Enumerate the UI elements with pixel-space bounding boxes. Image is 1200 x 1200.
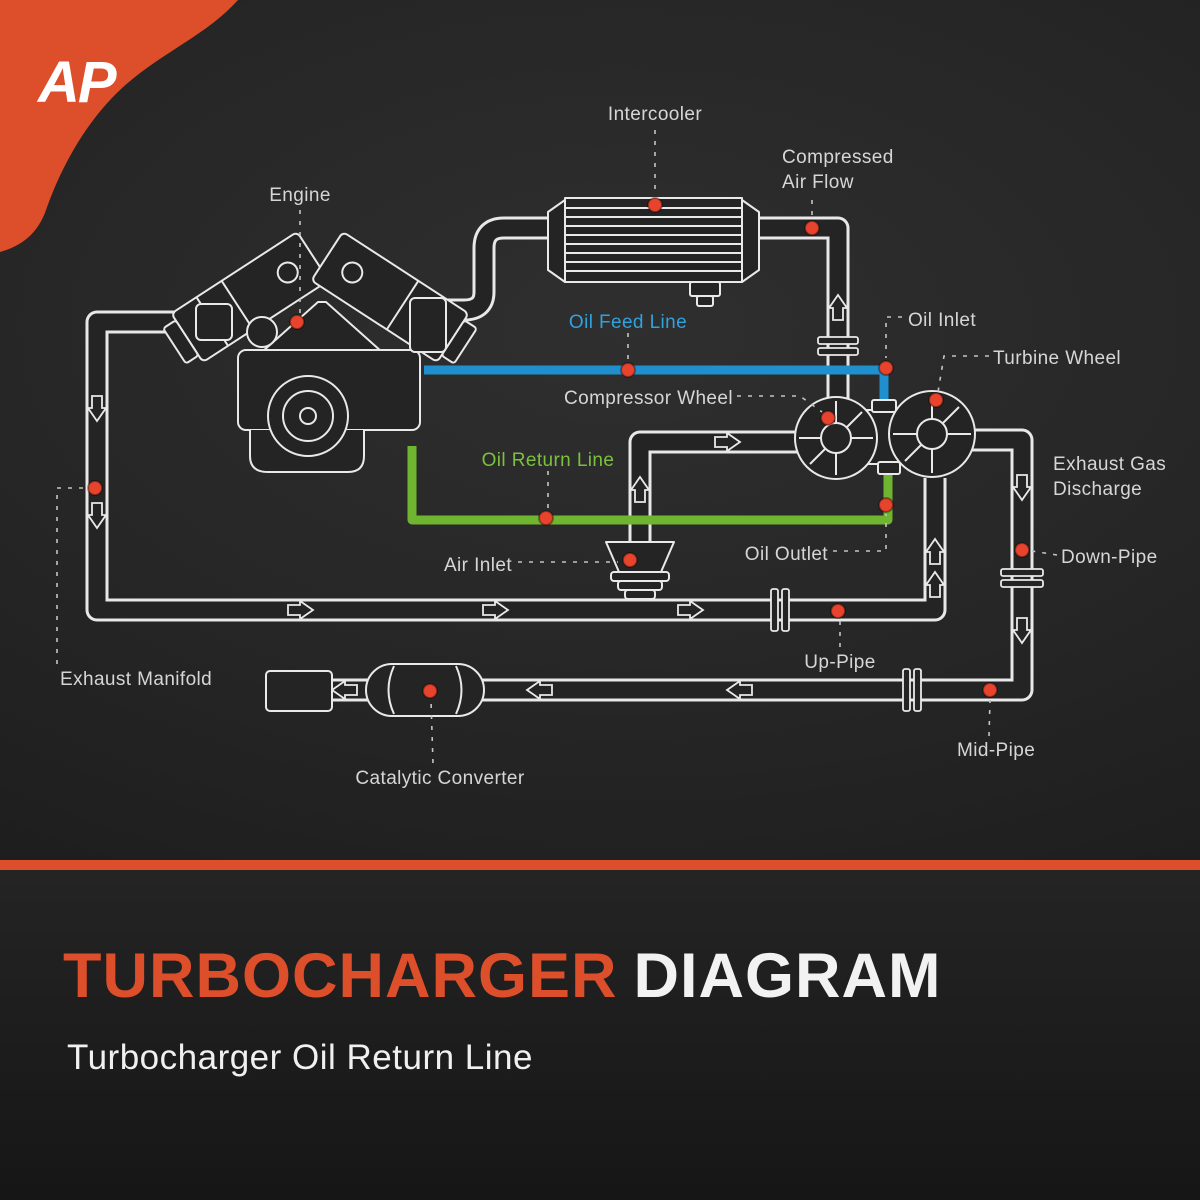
label-down-pipe: Down-Pipe <box>1061 547 1158 568</box>
diagram-linework <box>56 130 1058 764</box>
engine-drawing <box>163 232 477 473</box>
logo-monogram: AP <box>36 50 117 115</box>
label-compressor-wheel: Compressor Wheel <box>563 388 733 409</box>
title-primary: TURBOCHARGER <box>63 941 618 1011</box>
label-oil-return-line: Oil Return Line <box>481 450 615 471</box>
intercooler-drawing <box>547 197 760 307</box>
leader-lines <box>56 130 1058 764</box>
label-compressed-air-flow: Compressed Air Flow <box>782 147 894 194</box>
label-air-inlet: Air Inlet <box>443 555 512 576</box>
label-exhaust-gas-discharge: Exhaust Gas Discharge <box>1053 454 1167 501</box>
brand-logo: AP <box>0 0 238 252</box>
label-mid-pipe: Mid-Pipe <box>957 740 1036 761</box>
turbocharger-drawing <box>794 390 976 480</box>
turbocharger-diagram: AP Engine Intercooler Compressed Air Flo… <box>0 0 1200 860</box>
label-intercooler: Intercooler <box>607 104 703 125</box>
oil-return-line <box>407 446 893 525</box>
title-secondary: DIAGRAM <box>633 941 942 1011</box>
label-exhaust-manifold: Exhaust Manifold <box>60 669 213 690</box>
accent-divider <box>0 860 1200 870</box>
catalytic-converter-drawing <box>265 663 485 717</box>
label-up-pipe: Up-Pipe <box>804 652 876 673</box>
pipe-network <box>85 216 1034 702</box>
label-oil-feed-line: Oil Feed Line <box>568 312 688 333</box>
label-oil-outlet: Oil Outlet <box>744 544 828 565</box>
label-turbine-wheel: Turbine Wheel <box>993 348 1122 369</box>
air-inlet-drawing <box>605 541 675 600</box>
label-engine: Engine <box>269 185 331 206</box>
pipe-flanges <box>770 336 1044 712</box>
label-oil-inlet: Oil Inlet <box>908 310 977 331</box>
logo-background-shape <box>0 0 238 252</box>
page-subtitle: Turbocharger Oil Return Line <box>67 1038 533 1077</box>
marker-dots <box>87 197 1030 699</box>
label-catalytic-converter: Catalytic Converter <box>355 768 525 789</box>
